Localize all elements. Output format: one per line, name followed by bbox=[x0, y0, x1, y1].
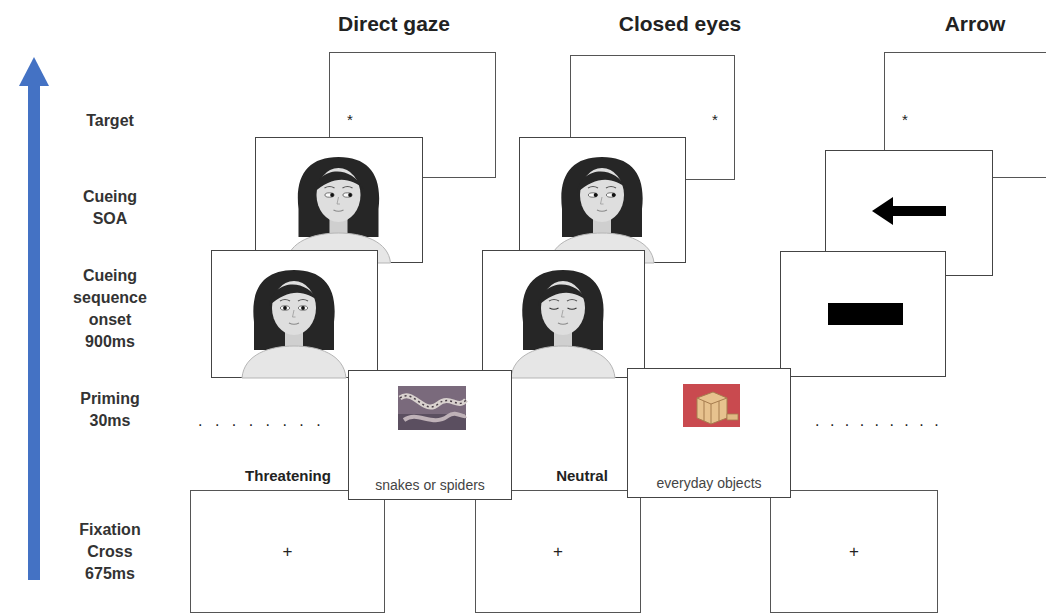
frame-border bbox=[520, 138, 686, 263]
target-symbol: * bbox=[902, 112, 908, 127]
mouth bbox=[334, 210, 344, 211]
fixation-frame: + bbox=[190, 490, 385, 613]
fixation-cross: + bbox=[283, 543, 293, 560]
image-caption: snakes or spiders bbox=[375, 477, 485, 494]
row-label: Fixation Cross 675ms bbox=[68, 519, 152, 585]
eyebrow bbox=[549, 300, 559, 302]
snake-pattern bbox=[400, 396, 466, 407]
snake-picture bbox=[398, 386, 468, 432]
photo-shadow bbox=[398, 414, 466, 430]
eyebrow bbox=[567, 300, 577, 302]
face-picture bbox=[287, 157, 391, 263]
time-arrow bbox=[18, 55, 50, 585]
pupil bbox=[283, 306, 287, 310]
closed-eye bbox=[568, 308, 577, 309]
face-picture bbox=[242, 270, 346, 378]
eye-white bbox=[325, 193, 334, 197]
face-picture bbox=[550, 157, 654, 263]
priming-frame: everyday objects bbox=[627, 368, 791, 498]
pupil bbox=[594, 193, 598, 197]
column-header: Arrow bbox=[945, 13, 1006, 35]
eye-white bbox=[588, 193, 597, 197]
ellipsis-dots: . . . . . . . . . bbox=[815, 410, 942, 432]
condition-label: Threatening bbox=[245, 465, 331, 487]
row-label: Cueing sequence onset 900ms bbox=[68, 265, 152, 353]
neutral-bar bbox=[828, 303, 903, 325]
mouth bbox=[289, 323, 299, 324]
mouth bbox=[558, 323, 568, 324]
column-header: Closed eyes bbox=[619, 13, 742, 35]
bangs bbox=[314, 171, 364, 193]
snake-coil bbox=[404, 414, 466, 421]
bangs bbox=[538, 284, 588, 306]
fixation-cross: + bbox=[849, 543, 859, 560]
puzzle-picture bbox=[683, 384, 753, 430]
priming-frame: snakes or spiders bbox=[348, 370, 512, 500]
shoulders bbox=[242, 346, 346, 378]
mouth bbox=[597, 210, 607, 211]
pupil bbox=[612, 193, 616, 197]
frame-border bbox=[256, 138, 423, 263]
target-symbol: * bbox=[712, 112, 718, 127]
face-picture bbox=[511, 270, 615, 378]
nose bbox=[562, 310, 565, 317]
eye-white bbox=[343, 193, 352, 197]
shoulders bbox=[511, 346, 615, 378]
eyebrow bbox=[343, 187, 353, 189]
face-frame bbox=[211, 250, 379, 379]
pupil bbox=[330, 193, 334, 197]
eyebrow bbox=[588, 187, 598, 189]
arrow-frame bbox=[780, 251, 947, 378]
target-symbol: * bbox=[347, 112, 353, 127]
time-arrow-head bbox=[19, 57, 49, 86]
row-label: Cueing SOA bbox=[68, 186, 152, 230]
closed-eye bbox=[550, 308, 559, 309]
photo-ground bbox=[398, 386, 466, 430]
eye-white bbox=[606, 193, 615, 197]
puzzle-lines bbox=[697, 398, 727, 424]
arrow-shaft bbox=[888, 206, 946, 216]
nose bbox=[337, 197, 340, 204]
bangs bbox=[269, 284, 319, 306]
eyebrow bbox=[280, 300, 290, 302]
condition-label: Neutral bbox=[556, 465, 608, 487]
row-label: Priming 30ms bbox=[68, 388, 152, 432]
row-label: Target bbox=[68, 110, 152, 132]
eye-white bbox=[298, 306, 307, 310]
arrow-head bbox=[872, 197, 893, 225]
column-header: Direct gaze bbox=[338, 13, 450, 35]
ellipsis-dots: . . . . . . . . bbox=[198, 410, 325, 432]
fixation-frame: + bbox=[770, 490, 938, 613]
time-arrow-shaft bbox=[28, 83, 40, 580]
pupil bbox=[348, 193, 352, 197]
frame-border bbox=[212, 251, 378, 378]
face-frame bbox=[482, 250, 646, 379]
eyebrow bbox=[325, 187, 335, 189]
fixation-frame: + bbox=[475, 490, 641, 613]
puzzle-cube bbox=[697, 392, 727, 424]
eyebrow bbox=[606, 187, 616, 189]
photo-ground bbox=[683, 384, 740, 427]
frame-border bbox=[781, 252, 946, 377]
snake-body bbox=[400, 396, 466, 407]
image-caption: everyday objects bbox=[656, 475, 761, 492]
nose bbox=[601, 197, 604, 204]
puzzle-piece bbox=[727, 414, 738, 420]
face-frame bbox=[255, 137, 424, 264]
nose bbox=[293, 310, 296, 317]
pupil bbox=[301, 306, 305, 310]
eye-white bbox=[280, 306, 289, 310]
frame-border bbox=[483, 251, 645, 378]
bangs bbox=[577, 171, 627, 193]
fixation-cross: + bbox=[553, 543, 563, 560]
face-frame bbox=[519, 137, 687, 264]
eyebrow bbox=[298, 300, 308, 302]
